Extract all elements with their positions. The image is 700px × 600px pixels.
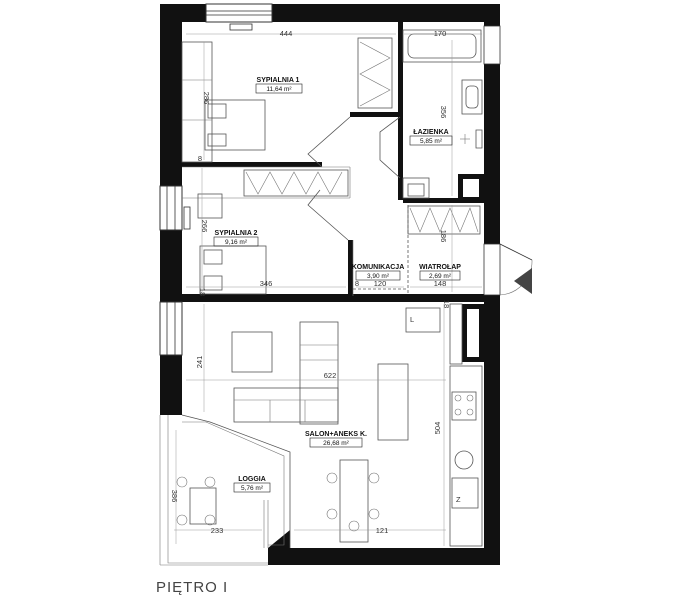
windows	[159, 3, 501, 356]
room-label-sypialnia1: SYPIALNIA 1 11,64 m²	[255, 77, 303, 94]
bathroom-fixtures	[402, 29, 483, 199]
room-label-wiatrolap: WIATROŁAP 2,69 m²	[419, 264, 461, 281]
dimension-text: 8	[198, 154, 202, 163]
bedroom2-furniture	[197, 169, 349, 295]
room-area: 11,64 m²	[266, 86, 292, 93]
walls	[160, 4, 500, 565]
room-area: 9,16 m²	[225, 239, 248, 246]
room-area: 3,90 m²	[367, 273, 390, 280]
kitchen-counter	[449, 303, 483, 547]
room-name: ŁAZIENKA	[413, 129, 448, 136]
dimension-text: 170	[434, 29, 447, 38]
fridge-mark: L	[410, 315, 414, 324]
dimension-text: 18	[198, 288, 207, 296]
dimension-text: 622	[324, 371, 337, 380]
dimension-text: 241	[195, 356, 204, 369]
interior-lines	[159, 116, 409, 566]
dimension-text: 18	[442, 300, 451, 308]
room-name: LOGGIA	[238, 476, 266, 483]
dimension-lines	[174, 33, 482, 546]
dimension-text: 8	[355, 279, 359, 288]
dimension-texts: 444 170 286 356 8 266 186 346 8 120 148 …	[170, 29, 451, 535]
room-area: 2,69 m²	[429, 273, 452, 280]
room-name: WIATROŁAP	[419, 264, 461, 271]
room-label-lazienka: ŁAZIENKA 5,85 m²	[409, 129, 453, 146]
living-furniture	[231, 307, 441, 543]
dimension-text: 356	[439, 106, 448, 119]
dimension-text: 386	[170, 490, 179, 503]
room-name: SYPIALNIA 2	[215, 230, 258, 237]
loggia-furniture	[176, 476, 217, 526]
dimension-text: 233	[211, 526, 224, 535]
room-area: 26,68 m²	[323, 440, 349, 447]
room-area: 5,85 m²	[420, 138, 443, 145]
room-label-loggia: LOGGIA 5,76 m²	[233, 476, 271, 493]
hall-wardrobe	[407, 205, 481, 235]
dimension-text: 444	[280, 29, 293, 38]
entrance-door	[483, 243, 533, 296]
dimension-text: 346	[260, 279, 273, 288]
room-label-salon: SALON+ANEKS K. 26,68 m²	[305, 431, 367, 448]
bedroom1-furniture	[181, 37, 393, 163]
room-label-sypialnia2: SYPIALNIA 2 9,16 m²	[213, 230, 259, 247]
dimension-text: 121	[376, 526, 389, 535]
dimension-text: 504	[433, 422, 442, 435]
dimension-text: 148	[434, 279, 447, 288]
oven-mark: Z	[456, 495, 461, 504]
dimension-text: 120	[374, 279, 387, 288]
room-name: SALON+ANEKS K.	[305, 431, 367, 438]
dimension-text: 186	[439, 230, 448, 243]
room-area: 5,76 m²	[241, 485, 264, 492]
room-name: SYPIALNIA 1	[257, 77, 300, 84]
room-label-komunikacja: KOMUNIKACJA 3,90 m²	[352, 264, 405, 281]
dimension-text: 266	[200, 220, 209, 233]
floor-caption: PIĘTRO I	[156, 579, 228, 596]
dimension-text: 286	[202, 92, 211, 105]
room-name: KOMUNIKACJA	[352, 264, 405, 271]
